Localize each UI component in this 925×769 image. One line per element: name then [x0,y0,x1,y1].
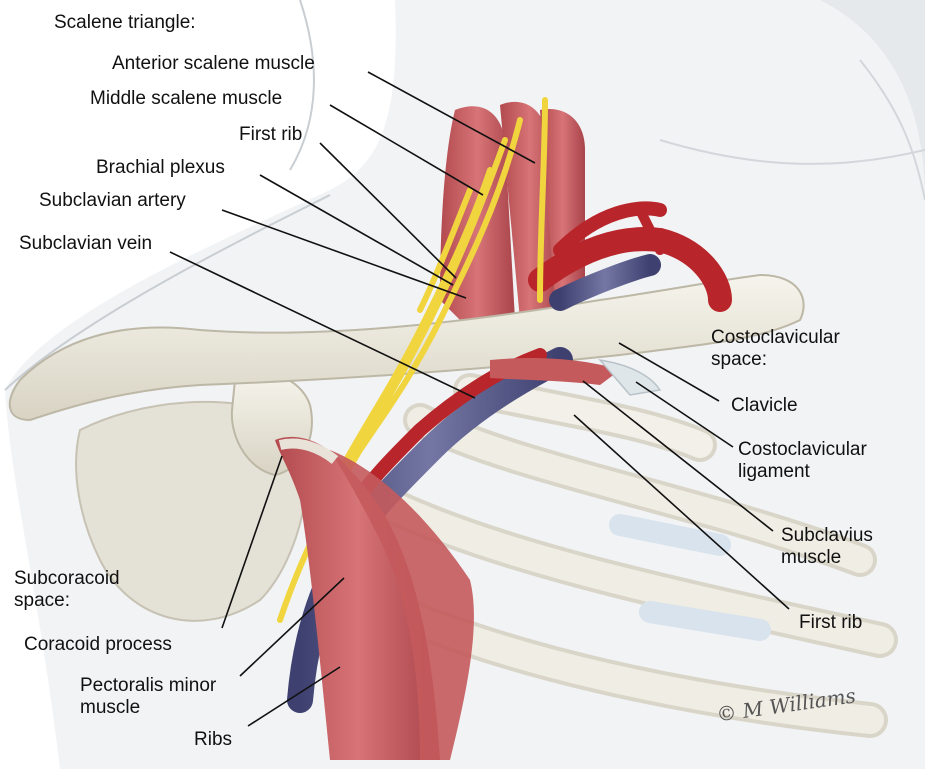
label-anterior-scalene: Anterior scalene muscle [112,53,315,74]
leader-subclavius [582,380,774,532]
label-first-rib-top: First rib [239,124,303,145]
leader-anterior-scalene [367,71,536,164]
label-pectoralis-minor: Pectoralis minor muscle [80,675,217,718]
label-costoclavicular-space: Costoclavicular space: [711,327,840,370]
clavicle-shape [8,273,805,422]
label-ribs: Ribs [194,729,233,750]
label-subclavian-artery: Subclavian artery [39,190,186,211]
label-clavicle: Clavicle [731,395,798,416]
subclavius-shape [490,358,662,396]
subclavian-vein-shape [549,254,661,311]
leader-costoclavicular-ligament [635,381,734,448]
label-subcoracoid-space: Subcoracoid space: [14,568,120,611]
leader-brachial-plexus [259,174,454,286]
leader-first-rib-bottom [573,414,790,610]
subclavian-artery-shape [528,201,732,312]
leader-lines [169,71,790,727]
label-middle-scalene: Middle scalene muscle [90,88,283,109]
label-coracoid-process: Coracoid process [24,634,172,655]
shoulder-bones [75,372,313,622]
label-scalene-triangle: Scalene triangle: [54,12,196,33]
leader-middle-scalene [329,104,484,196]
label-subclavian-vein: Subclavian vein [19,233,153,254]
leader-coracoid-process [221,455,283,629]
leader-subclavian-vein [169,251,476,399]
leader-subclavian-artery [221,209,467,299]
label-brachial-plexus: Brachial plexus [96,157,225,178]
label-subclavius-muscle: Subclavius muscle [781,525,873,568]
label-costoclavicular-ligament: Costoclavicular ligament [738,439,867,482]
leader-first-rib-top [319,142,457,279]
leader-clavicle [618,342,720,402]
leader-pectoralis-minor [239,577,345,677]
pectoralis-minor-shape [275,436,474,760]
label-first-rib-bottom: First rib [799,612,863,633]
leader-ribs [247,666,341,727]
